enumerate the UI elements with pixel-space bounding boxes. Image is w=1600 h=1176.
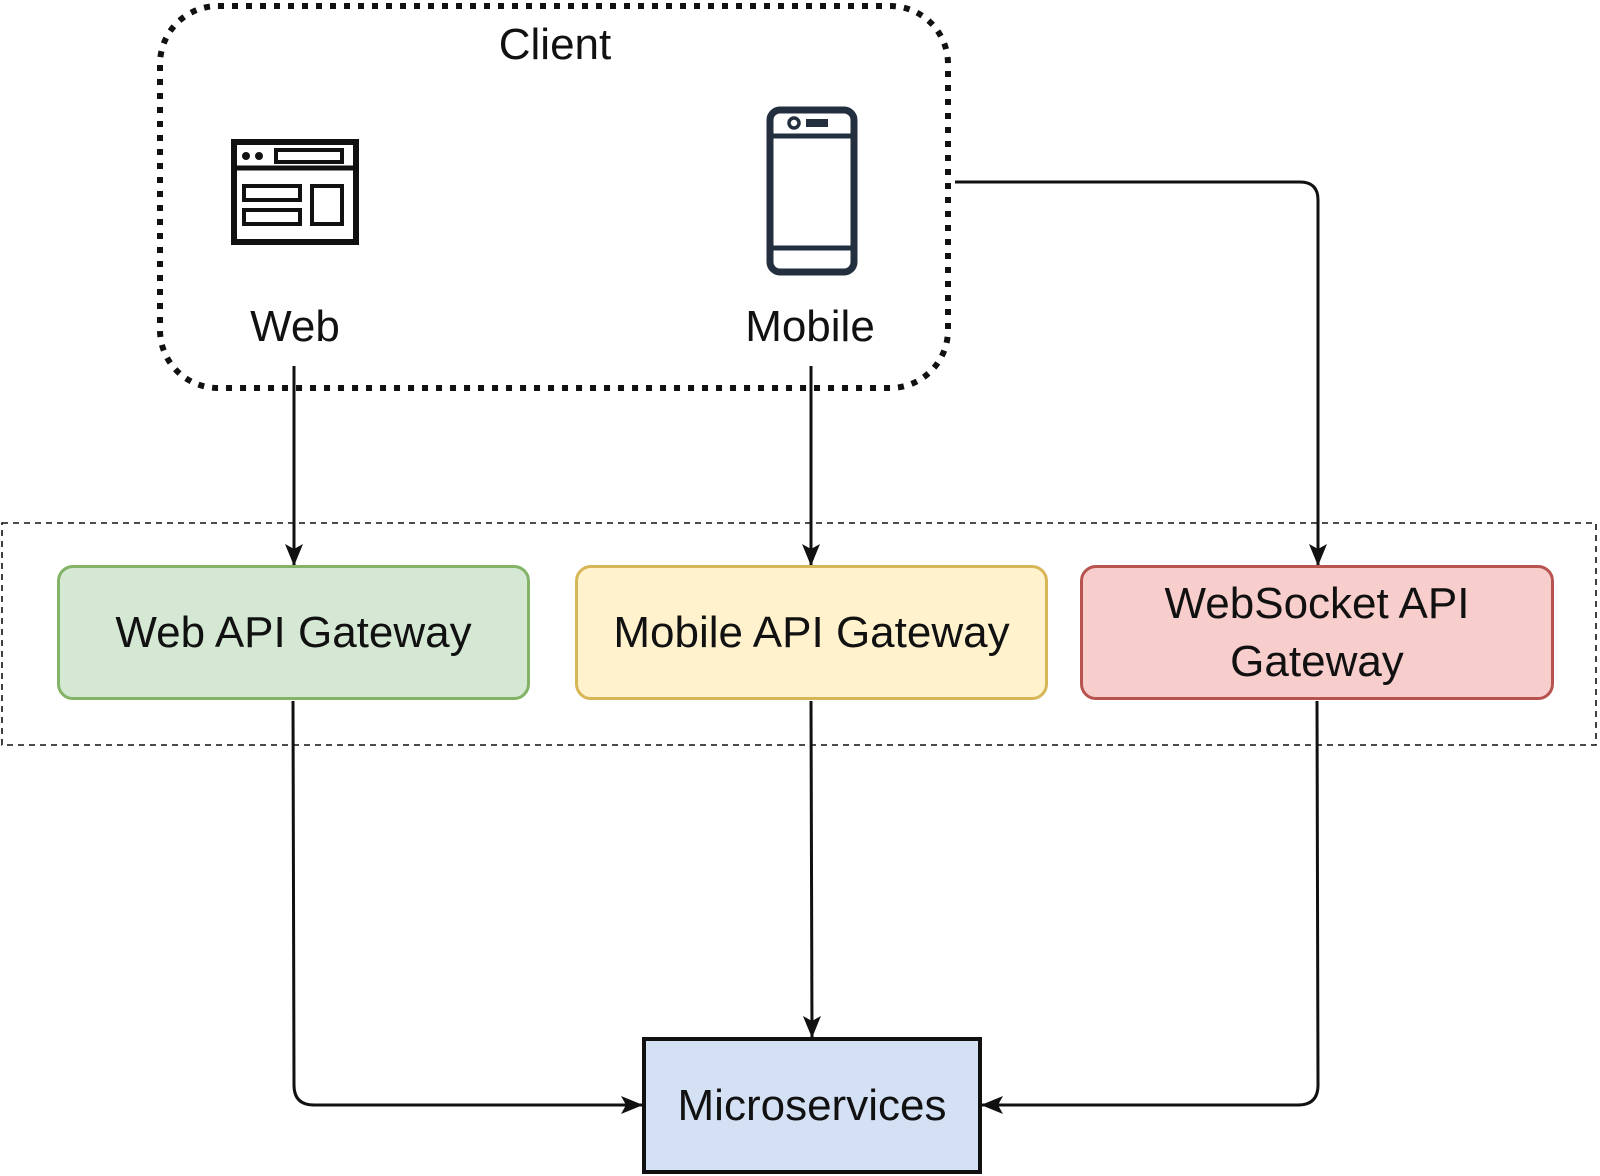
web-api-gateway-node: Web API Gateway xyxy=(57,565,530,700)
microservices-label: Microservices xyxy=(677,1080,947,1130)
client-group-title: Client xyxy=(498,20,612,69)
mobile-api-gateway-label: Mobile API Gateway xyxy=(613,607,1010,657)
websocket-api-gateway-label: WebSocket API Gateway xyxy=(1164,579,1470,686)
web-client-label: Web xyxy=(250,302,340,351)
edge-client-to-websocket-gateway xyxy=(955,180,1327,566)
mobile-api-gateway-node: Mobile API Gateway xyxy=(575,565,1048,700)
mobile-client-label: Mobile xyxy=(745,302,875,351)
client-group-border xyxy=(157,3,951,391)
edge-web-gateway-to-microservices xyxy=(291,700,643,1114)
websocket-api-gateway-node: WebSocket API Gateway xyxy=(1080,565,1554,700)
smartphone-icon xyxy=(766,106,858,276)
edge-websocket-gateway-to-microservices xyxy=(981,700,1320,1114)
edge-mobile-gateway-to-microservices xyxy=(802,700,821,1038)
microservices-node: Microservices xyxy=(642,1037,982,1174)
gateway-layer-border xyxy=(1,522,1597,746)
web-api-gateway-label: Web API Gateway xyxy=(115,607,472,657)
browser-window-icon xyxy=(231,139,359,245)
